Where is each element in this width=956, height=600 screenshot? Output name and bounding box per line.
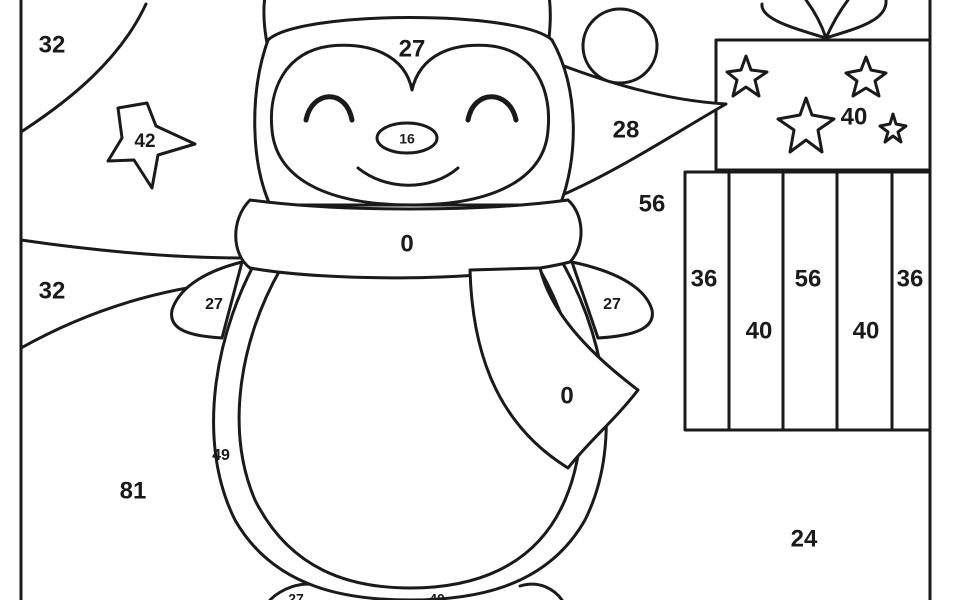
region-number: 32 — [39, 277, 66, 304]
gift-star-icon — [725, 54, 769, 98]
penguin — [170, 0, 728, 600]
region-number: 56 — [795, 265, 822, 292]
region-number: 28 — [613, 116, 640, 143]
region-number: 81 — [120, 477, 147, 504]
region-number: 0 — [400, 230, 413, 257]
region-number: 40 — [853, 317, 880, 344]
gift-star-icon — [776, 96, 836, 154]
beak — [375, 121, 439, 155]
hat-pompom — [581, 7, 659, 85]
eye-right-icon — [465, 94, 519, 123]
region-number: 0 — [560, 382, 573, 409]
region-number: 27 — [603, 296, 621, 313]
star-icon — [106, 101, 197, 190]
region-number: 42 — [134, 131, 155, 152]
region-number: 40 — [841, 103, 868, 130]
eye-left-icon — [303, 94, 355, 123]
region-number: 56 — [639, 190, 666, 217]
gift-star-icon — [844, 55, 888, 98]
region-number: 49 — [212, 447, 230, 464]
gift-lid — [714, 38, 932, 172]
scarf — [234, 198, 583, 280]
gift-box — [683, 0, 932, 432]
region-number: 27 — [399, 35, 426, 62]
region-numbers: 32 32 42 27 16 28 56 0 0 27 27 49 81 24 … — [39, 31, 924, 600]
region-number: 40 — [746, 317, 773, 344]
bow-icon — [760, 0, 888, 40]
region-number: 27 — [288, 591, 304, 600]
gift-body — [683, 170, 932, 432]
wing-left — [170, 260, 244, 340]
region-number: 40 — [429, 591, 445, 600]
head — [253, 16, 575, 207]
face-mask — [269, 43, 551, 207]
region-number: 16 — [399, 131, 415, 147]
wing-right — [570, 260, 654, 340]
region-number: 24 — [791, 525, 818, 552]
region-number: 36 — [691, 265, 718, 292]
scarf-tail — [468, 266, 640, 470]
region-number: 36 — [897, 265, 924, 292]
smile — [356, 166, 460, 187]
region-number: 27 — [205, 296, 223, 313]
region-number: 32 — [39, 31, 66, 58]
hat-tail — [546, 58, 728, 198]
gift-star-icon — [878, 112, 908, 144]
